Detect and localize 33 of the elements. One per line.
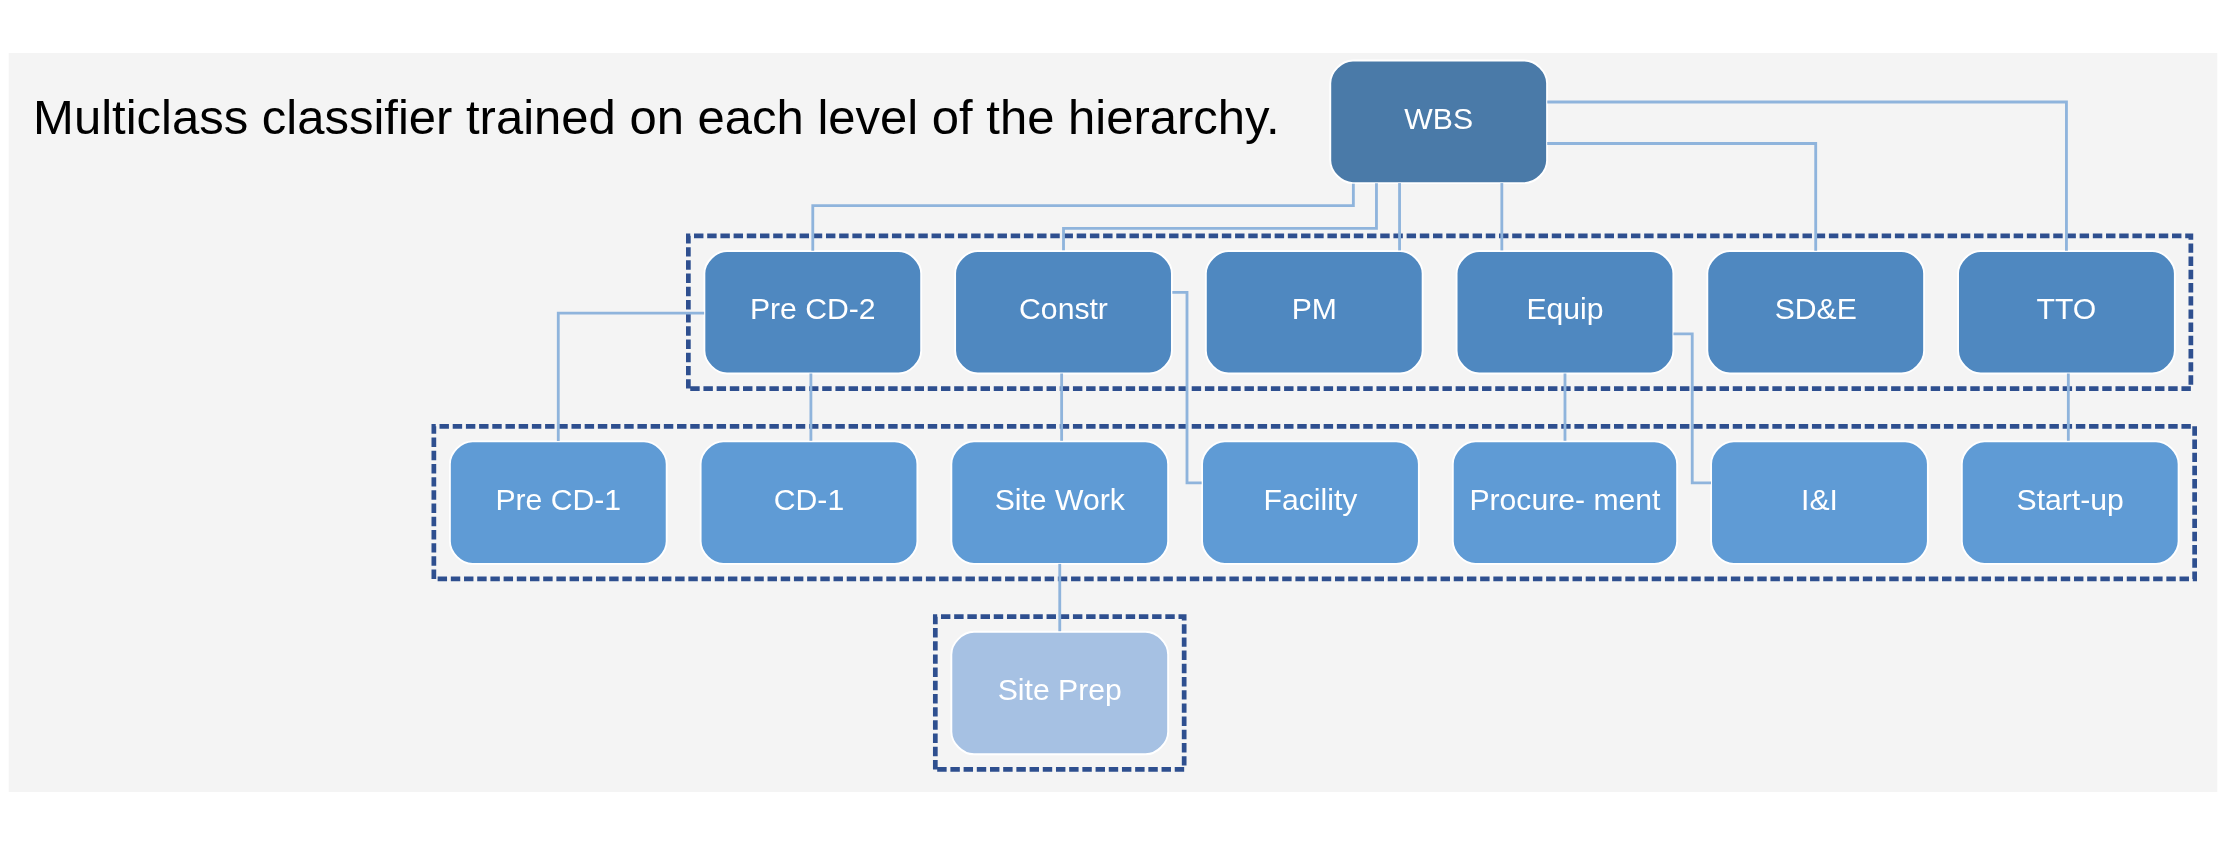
connector: [1062, 183, 1378, 251]
connector: [1547, 100, 2068, 251]
node-box: Equip: [1455, 250, 1675, 375]
node-box: TTO: [1957, 250, 2176, 375]
connector: [556, 311, 705, 442]
cluster: [932, 614, 1187, 772]
node-box: SD&E: [1706, 250, 1926, 375]
node-box: Site Work: [950, 440, 1170, 565]
connector: [1172, 291, 1202, 485]
connector: [1058, 563, 1062, 632]
node-box: Facility: [1201, 440, 1420, 565]
node-box: Constr: [954, 250, 1173, 375]
node-box: CD-1: [699, 440, 919, 565]
connector: [1398, 183, 1401, 251]
label: Multiclass classifier trained on each level of the hierarchy.: [33, 89, 1280, 144]
node-box: Procure- ment: [1451, 440, 1679, 565]
connector: [1563, 373, 1567, 441]
connector: [2066, 373, 2070, 441]
node-box: Start-up: [1960, 440, 2180, 565]
connector: [1060, 373, 1064, 441]
node-box: Pre CD-1: [448, 440, 668, 565]
cluster: [686, 233, 2194, 391]
node-box: PM: [1204, 250, 1424, 375]
node-box: Site Prep: [950, 630, 1170, 756]
cluster: [431, 423, 2197, 582]
connector: [809, 373, 813, 441]
connector: [1673, 332, 1711, 485]
node-box: I&I: [1710, 440, 1929, 565]
connector: [1500, 183, 1504, 251]
node-box: WBS: [1329, 59, 1548, 185]
node-box: Pre CD-2: [703, 250, 923, 375]
connector: [1547, 142, 1818, 251]
connector: [811, 183, 1355, 251]
